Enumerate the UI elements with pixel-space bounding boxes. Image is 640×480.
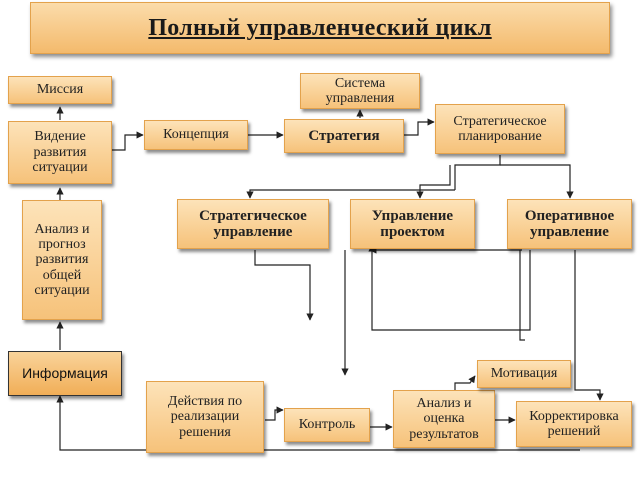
node-project-management: Управление проектом xyxy=(350,199,475,249)
title-banner: Полный управленческий цикл xyxy=(30,2,610,54)
arrow-planning-to-stratmgmt xyxy=(246,189,455,199)
node-information-label: Информация xyxy=(22,364,108,381)
node-strategic-planning-label: Стратегическое планирование xyxy=(453,113,547,144)
node-decision-correction-label: Корректировка решений xyxy=(529,408,619,439)
node-project-management-label: Управление проектом xyxy=(371,207,454,241)
line-planning-down xyxy=(454,155,501,190)
node-management-system: Система управления xyxy=(300,73,420,109)
node-concept: Концепция xyxy=(144,120,248,150)
line-opmgmt-down xyxy=(519,250,525,341)
node-control: Контроль xyxy=(284,408,370,442)
node-strategy: Стратегия xyxy=(284,119,404,153)
node-strategy-label: Стратегия xyxy=(308,127,380,144)
node-information: Информация xyxy=(8,351,122,396)
node-results-analysis-label: Анализ и оценка результатов xyxy=(409,395,479,442)
arrow-stratmgmt-down xyxy=(254,250,314,321)
node-operational-management: Оперативное управление xyxy=(507,199,632,249)
node-strategic-management-label: Стратегическое управление xyxy=(199,207,307,241)
node-analysis-forecast-label: Анализ и прогноз развития общей ситуации xyxy=(34,221,90,299)
node-strategic-planning: Стратегическое планирование xyxy=(435,104,565,154)
node-control-label: Контроль xyxy=(298,417,356,433)
node-operational-management-label: Оперативное управление xyxy=(524,207,615,241)
arrow-vision-to-concept xyxy=(112,131,144,151)
arrow-actions-to-control xyxy=(265,406,284,421)
diagram-title: Полный управленческий цикл xyxy=(148,14,492,41)
arrow-opmgmt-to-motivation xyxy=(368,244,531,331)
node-motivation: Мотивация xyxy=(477,360,571,388)
arrow-analysis-to-motivation xyxy=(454,375,476,390)
node-implementation-actions-label: Действия по реализации решения xyxy=(167,393,243,440)
node-concept-label: Концепция xyxy=(163,127,229,143)
node-results-analysis: Анализ и оценка результатов xyxy=(393,390,495,448)
node-implementation-actions: Действия по реализации решения xyxy=(146,381,264,453)
node-mission: Миссия xyxy=(8,76,112,104)
node-vision: Видение развития ситуации xyxy=(8,121,112,184)
node-analysis-forecast: Анализ и прогноз развития общей ситуации xyxy=(22,200,102,320)
arrow-strategy-to-planning xyxy=(404,118,435,136)
arrow-correction-to-info xyxy=(56,395,580,451)
node-decision-correction: Корректировка решений xyxy=(516,401,632,447)
node-motivation-label: Мотивация xyxy=(490,366,558,382)
arrow-to-projmgmt xyxy=(416,165,451,199)
node-mission-label: Миссия xyxy=(36,82,84,98)
node-management-system-label: Система управления xyxy=(325,75,395,106)
node-strategic-management: Стратегическое управление xyxy=(177,199,329,249)
arrow-to-opmgmt xyxy=(500,164,574,199)
node-vision-label: Видение развития ситуации xyxy=(32,129,88,176)
arrow-opmgmt-to-correction xyxy=(574,250,604,401)
